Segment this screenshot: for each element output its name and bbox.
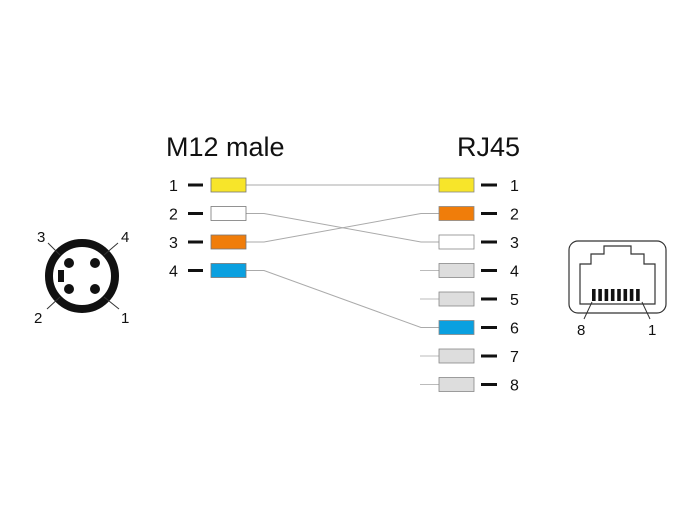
- m12-wire-color-4: [210, 263, 247, 278]
- rj45-wire-color-8: [438, 377, 475, 392]
- m12-face-label-2: 2: [34, 310, 42, 327]
- rj45-contact: [598, 289, 602, 301]
- rj45-wire-color-1: [438, 177, 475, 193]
- rj45-contact: [604, 289, 609, 301]
- rj45-contacts: [592, 289, 640, 301]
- m12-pin-label-1: 1: [169, 178, 178, 195]
- m12-title: M12 male: [166, 132, 285, 162]
- m12-pin-4-dot: [90, 258, 100, 268]
- rj45-contact: [629, 289, 634, 301]
- rj45-socket-face: 8 1: [568, 240, 667, 339]
- rj45-pin-label-1: 1: [510, 178, 519, 195]
- m12-face-label-1: 1: [121, 310, 129, 327]
- m12-face-label-4: 4: [121, 229, 129, 246]
- rj45-pin-label-7: 7: [510, 349, 519, 366]
- rj45-wire-color-4: [438, 263, 475, 278]
- m12-leader-3: [47, 242, 61, 256]
- rj45-title: RJ45: [457, 132, 520, 162]
- wire-m12-3-to-rj45-2: [246, 213, 439, 243]
- wire-m12-4-to-rj45-6: [246, 270, 439, 328]
- rj45-contact: [592, 289, 596, 301]
- m12-pin-list: 1 2 3 4: [169, 177, 247, 281]
- m12-coding-key: [58, 270, 64, 282]
- rj45-contact: [617, 289, 621, 301]
- m12-leader-1: [103, 296, 120, 310]
- m12-pin-2-dot: [64, 284, 74, 294]
- rj45-wire-color-5: [438, 291, 475, 307]
- m12-pin-label-4: 4: [169, 264, 178, 281]
- rj45-leader-8: [583, 301, 593, 320]
- rj45-wire-color-2: [438, 206, 475, 221]
- rj45-pin-label-4: 4: [510, 264, 519, 281]
- m12-pin-label-3: 3: [169, 235, 178, 252]
- m12-wire-color-3: [210, 234, 247, 250]
- rj45-pin-label-6: 6: [510, 321, 519, 338]
- rj45-pin-label-8: 8: [510, 378, 519, 395]
- rj45-contact: [636, 289, 640, 301]
- m12-pin-1-dot: [90, 284, 100, 294]
- rj45-face-label-1: 1: [648, 322, 656, 339]
- m12-pin-label-2: 2: [169, 207, 178, 224]
- m12-wire-color-1: [210, 177, 247, 193]
- m12-wire-color-2: [210, 206, 247, 221]
- rj45-contact: [623, 289, 628, 301]
- rj45-leader-1: [641, 301, 651, 320]
- m12-connector-face: 3 4 2 1: [34, 229, 129, 327]
- m12-leader-2: [46, 296, 61, 310]
- wire-connections: [246, 184, 439, 328]
- rj45-pin-label-3: 3: [510, 235, 519, 252]
- rj45-face-label-8: 8: [577, 322, 585, 339]
- m12-pin-3-dot: [64, 258, 74, 268]
- rj45-pin-label-2: 2: [510, 207, 519, 224]
- rj45-wire-color-6: [438, 320, 475, 335]
- m12-face-label-3: 3: [37, 229, 45, 246]
- rj45-pin-list: 1 2 3 4 5 6 7 8: [420, 177, 519, 395]
- m12-leader-4: [103, 242, 119, 256]
- rj45-socket-cavity: [579, 245, 656, 305]
- rj45-wire-color-7: [438, 348, 475, 364]
- rj45-wire-color-3: [438, 234, 475, 250]
- rj45-pin-label-5: 5: [510, 292, 519, 309]
- rj45-contact: [610, 289, 615, 301]
- rj45-socket-outline: [568, 240, 667, 314]
